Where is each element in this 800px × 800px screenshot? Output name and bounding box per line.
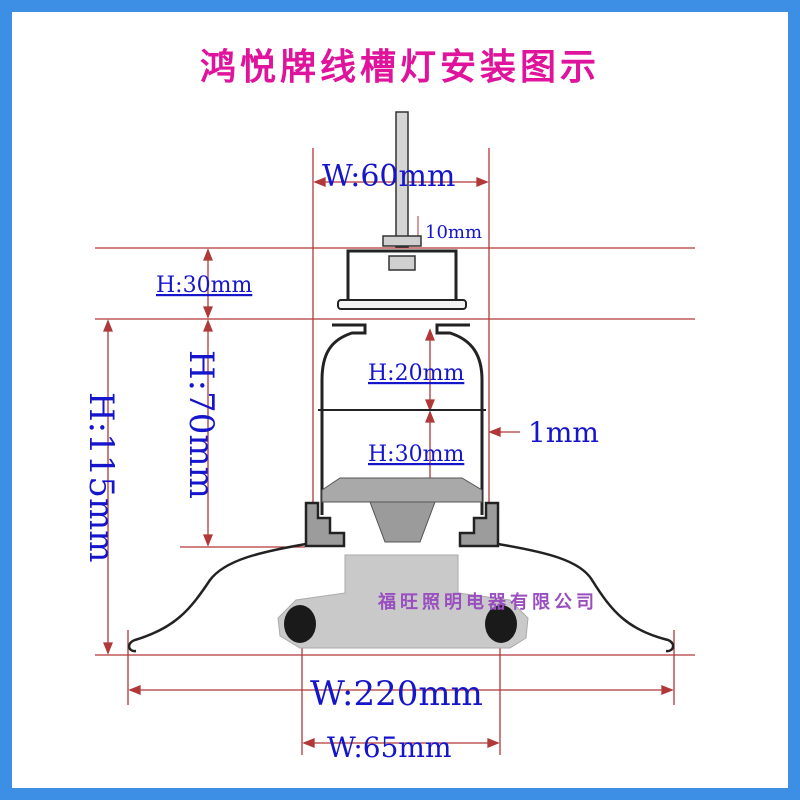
- page-title: 鸿悦牌线槽灯安装图示: [199, 46, 600, 88]
- label-bracket-height: H:30mm: [156, 273, 252, 298]
- bracket-clamp: [337, 299, 467, 310]
- label-body-height: H:70mm: [181, 350, 221, 499]
- dimension-labels: W:60mm 10mm H:30mm H:20mm H:30mm 1mm W:2…: [81, 159, 599, 764]
- label-lower-inner: H:30mm: [368, 442, 464, 467]
- label-wall: 1mm: [528, 416, 599, 449]
- label-total-height: H:115mm: [81, 392, 121, 562]
- base-block: [277, 554, 529, 649]
- label-bottom-width: W:65mm: [327, 731, 452, 764]
- label-top-width: W:60mm: [322, 159, 455, 194]
- watermark-company: 福旺照明电器有限公司: [377, 591, 598, 613]
- lamp-holder: [369, 501, 436, 543]
- label-reflector-width: W:220mm: [310, 674, 483, 714]
- nut-top: [382, 235, 422, 247]
- lamp-socket: [321, 477, 483, 503]
- reference-lines: [95, 148, 695, 755]
- mount-hole-right: [485, 605, 517, 643]
- rail-clip-left: [304, 501, 346, 548]
- lamp-drawing: [127, 111, 675, 653]
- label-upper-inner: H:20mm: [368, 361, 464, 386]
- rail-clip-right: [458, 501, 500, 548]
- reflector-left: [127, 542, 307, 653]
- threaded-rod: [395, 111, 409, 248]
- mount-hole-left: [284, 605, 316, 643]
- channel-body: [320, 323, 484, 515]
- nut-bottom: [388, 255, 416, 271]
- label-rod: 10mm: [425, 222, 482, 243]
- reflector-right: [497, 542, 675, 653]
